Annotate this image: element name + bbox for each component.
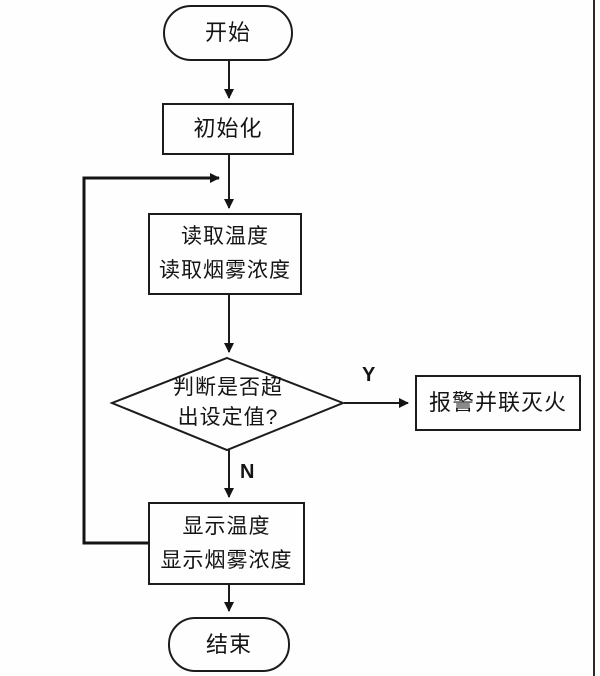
node-display-line2: 显示烟雾浓度 — [160, 548, 293, 572]
node-display: 显示温度 显示烟雾浓度 — [148, 502, 305, 585]
node-alarm: 报警并联灭火 — [415, 375, 581, 431]
node-display-line1: 显示温度 — [182, 514, 271, 538]
node-read: 读取温度 读取烟雾浓度 — [148, 213, 302, 295]
node-init-label: 初始化 — [193, 116, 263, 141]
edge-display-read-loop — [82, 173, 220, 545]
node-end-label: 结束 — [205, 631, 252, 657]
node-alarm-label: 报警并联灭火 — [428, 390, 567, 415]
decision-diamond-shape — [109, 356, 346, 452]
node-decision-line2: 出设定值? — [177, 406, 279, 429]
node-start-label: 开始 — [204, 20, 251, 45]
node-read-line2: 读取烟雾浓度 — [159, 259, 291, 282]
node-init: 初始化 — [162, 103, 294, 155]
branch-label-yes: Y — [362, 364, 376, 386]
node-decision-line1: 判断是否超 — [173, 376, 283, 399]
node-end: 结束 — [168, 617, 290, 672]
node-decision: 判断是否超 出设定值? — [130, 373, 326, 433]
branch-label-no: N — [240, 461, 255, 483]
node-read-line1: 读取温度 — [181, 225, 269, 248]
node-start: 开始 — [163, 5, 293, 61]
